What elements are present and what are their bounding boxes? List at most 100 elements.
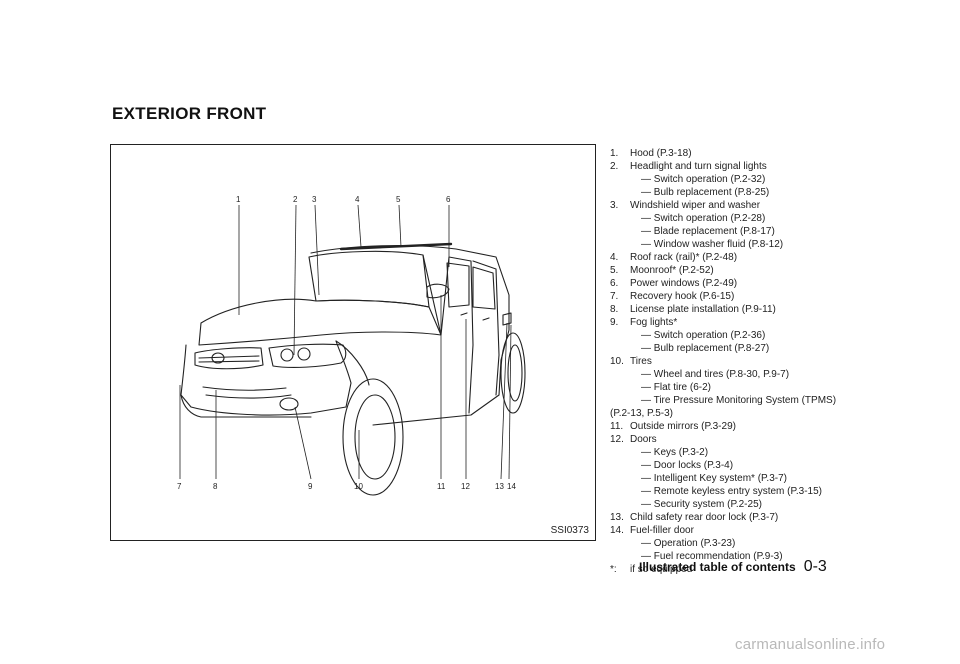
roof-outline [310, 244, 510, 396]
callout-1: 1 [236, 195, 241, 204]
a-pillar [422, 254, 442, 336]
legend-subitem: — Switch operation (P.2-28) [641, 213, 766, 224]
callout-5: 5 [396, 195, 401, 204]
legend-subitem: — Intelligent Key system* (P.3-7) [641, 473, 787, 484]
legend-body: Roof rack (rail)* (P.2-48) [630, 251, 910, 264]
legend-number: 4. [610, 252, 619, 263]
legend-subitem: — Bulb replacement (P.8-27) [641, 343, 770, 354]
legend-item: 4. Roof rack (rail)* (P.2-48) [610, 251, 910, 264]
front-emblem [211, 352, 225, 364]
figure-code: SSI0373 [550, 525, 589, 536]
legend-body: Headlight and turn signal lights— Switch… [630, 160, 910, 199]
vehicle-figure: 1 2 3 4 5 6 7 8 9 10 11 12 13 14 SSI0373 [110, 144, 596, 541]
legend-text: Recovery hook (P.6-15) [630, 291, 735, 302]
legend-item: 12. Doors — Keys (P.3-2) — Door locks (P.3-… [610, 433, 910, 511]
legend-item: 3.Windshield wiper and washer— Switch op… [610, 199, 910, 251]
legend-body: Tires — Wheel and tires (P.8-30, P.9-7) — … [610, 355, 910, 420]
outside-mirror [426, 283, 450, 299]
legend-item: 5. Moonroof* (P.2-52) [610, 264, 910, 277]
legend-subitem: — Flat tire (6-2) [641, 382, 712, 393]
legend-text: Headlight and turn signal lights [630, 161, 767, 172]
fog-light [279, 397, 299, 411]
front-wheel-outer [342, 378, 404, 496]
callout-4: 4 [355, 195, 360, 204]
callout-10: 10 [354, 482, 363, 491]
legend-number: 9. [610, 317, 619, 328]
legend-item: 14.Fuel-filler door— Operation (P.3-23)—… [610, 524, 910, 563]
legend-number: 6. [610, 278, 619, 289]
front-door [440, 256, 474, 414]
front-fender [335, 340, 370, 386]
callout-7: 7 [177, 482, 182, 491]
legend-body: Recovery hook (P.6-15) [630, 290, 910, 303]
callout-13: 13 [495, 482, 504, 491]
legend-subitem: — Bulb replacement (P.8-25) [641, 187, 770, 198]
grille-bar-2 [198, 360, 260, 363]
legend-body: Child safety rear door lock (P.3-7) [630, 511, 910, 524]
page-number: 0-3 [803, 558, 827, 575]
grille [194, 347, 264, 370]
legend-subitem: — Remote keyless entry system (P.3-15) [641, 486, 822, 497]
rear-wheel-outer [500, 332, 526, 414]
legend-body: Doors — Keys (P.3-2) — Door locks (P.3-4) —… [630, 433, 910, 511]
legend-number: 5. [610, 265, 619, 276]
legend-subitem: — Blade replacement (P.8-17) [641, 226, 775, 237]
legend-item: 7.Recovery hook (P.6-15) [610, 290, 910, 303]
side-window-front [446, 262, 470, 308]
footer-section-label: Illustrated table of contents [639, 560, 796, 574]
legend-subitem: — Security system (P.2-25) [641, 499, 762, 510]
legend-number: 14. [610, 525, 624, 536]
windshield [308, 250, 430, 308]
callout-3: 3 [312, 195, 317, 204]
callout-12: 12 [461, 482, 470, 491]
legend-subitem: — Window washer fluid (P.8-12) [641, 239, 784, 250]
front-bumper-lower [180, 394, 312, 418]
page-footer: Illustrated table of contents 0-3 [639, 558, 827, 576]
legend-text: Hood (P.3-18) [630, 148, 692, 159]
footnote-text: if so equipped [630, 564, 693, 575]
legend-subitem: — Tire Pressure Monitoring System (TPMS) [641, 395, 837, 406]
legend-item: 1. Hood (P.3-18) [610, 147, 910, 160]
legend-text: Power windows (P.2-49) [630, 278, 738, 289]
page-title: EXTERIOR FRONT [112, 104, 267, 123]
legend-text: Doors [630, 434, 657, 445]
legend-subitem: — Wheel and tires (P.8-30, P.9-7) [641, 369, 790, 380]
door-handle [460, 312, 490, 321]
grille-bar-1 [198, 355, 260, 359]
legend-item: 2.Headlight and turn signal lights— Swit… [610, 160, 910, 199]
legend-body: Hood (P.3-18) [630, 147, 910, 160]
lower-intake [202, 386, 287, 391]
vehicle-drawing: 1 2 3 4 5 6 7 8 9 10 11 12 13 14 [177, 195, 526, 496]
callout-6: 6 [446, 195, 451, 204]
legend-number: 1. [610, 148, 619, 159]
legend-body: Moonroof* (P.2-52) [630, 264, 910, 277]
callout-8: 8 [213, 482, 218, 491]
legend-body: Power windows (P.2-49) [630, 277, 910, 290]
legend-subitem: — Keys (P.3-2) [641, 447, 709, 458]
legend-body: License plate installation (P.9-11) [630, 303, 910, 316]
legend-item: 11.Outside mirrors (P.3-29) [610, 420, 910, 433]
legend-body: Fog lights*— Switch operation (P.2-36)— … [630, 316, 910, 355]
legend-subitem: — Door locks (P.3-4) [641, 460, 734, 471]
callout-2: 2 [293, 195, 298, 204]
parts-legend: 1. Hood (P.3-18)2.Headlight and turn sign… [610, 147, 910, 576]
legend-number: 8. [610, 304, 619, 315]
legend-number: 11. [610, 421, 624, 432]
legend-text: Moonroof* (P.2-52) [630, 265, 714, 276]
headlight [268, 343, 347, 368]
front-wheel-inner [354, 394, 396, 480]
callout-14: 14 [507, 482, 516, 491]
legend-text: Fog lights* [630, 317, 678, 328]
roof-rack [339, 242, 453, 251]
legend-text: Fuel-filler door [630, 525, 694, 536]
legend-number: 12. [610, 434, 624, 445]
legend-subitem: — Operation (P.3-23) [641, 538, 736, 549]
legend-text: Tires [630, 356, 652, 367]
legend-item: 13.Child safety rear door lock (P.3-7) [610, 511, 910, 524]
watermark: carmanualsonline.info [735, 636, 886, 653]
callout-11: 11 [437, 482, 446, 491]
legend-text: License plate installation (P.9-11) [630, 304, 776, 315]
legend-item: 10.Tires— Wheel and tires (P.8-30, P.9-7… [610, 355, 910, 420]
legend-body: Fuel-filler door— Operation (P.3-23)— Fu… [630, 524, 910, 563]
legend-continuation: (P.2-13, P.5-3) [610, 408, 674, 419]
